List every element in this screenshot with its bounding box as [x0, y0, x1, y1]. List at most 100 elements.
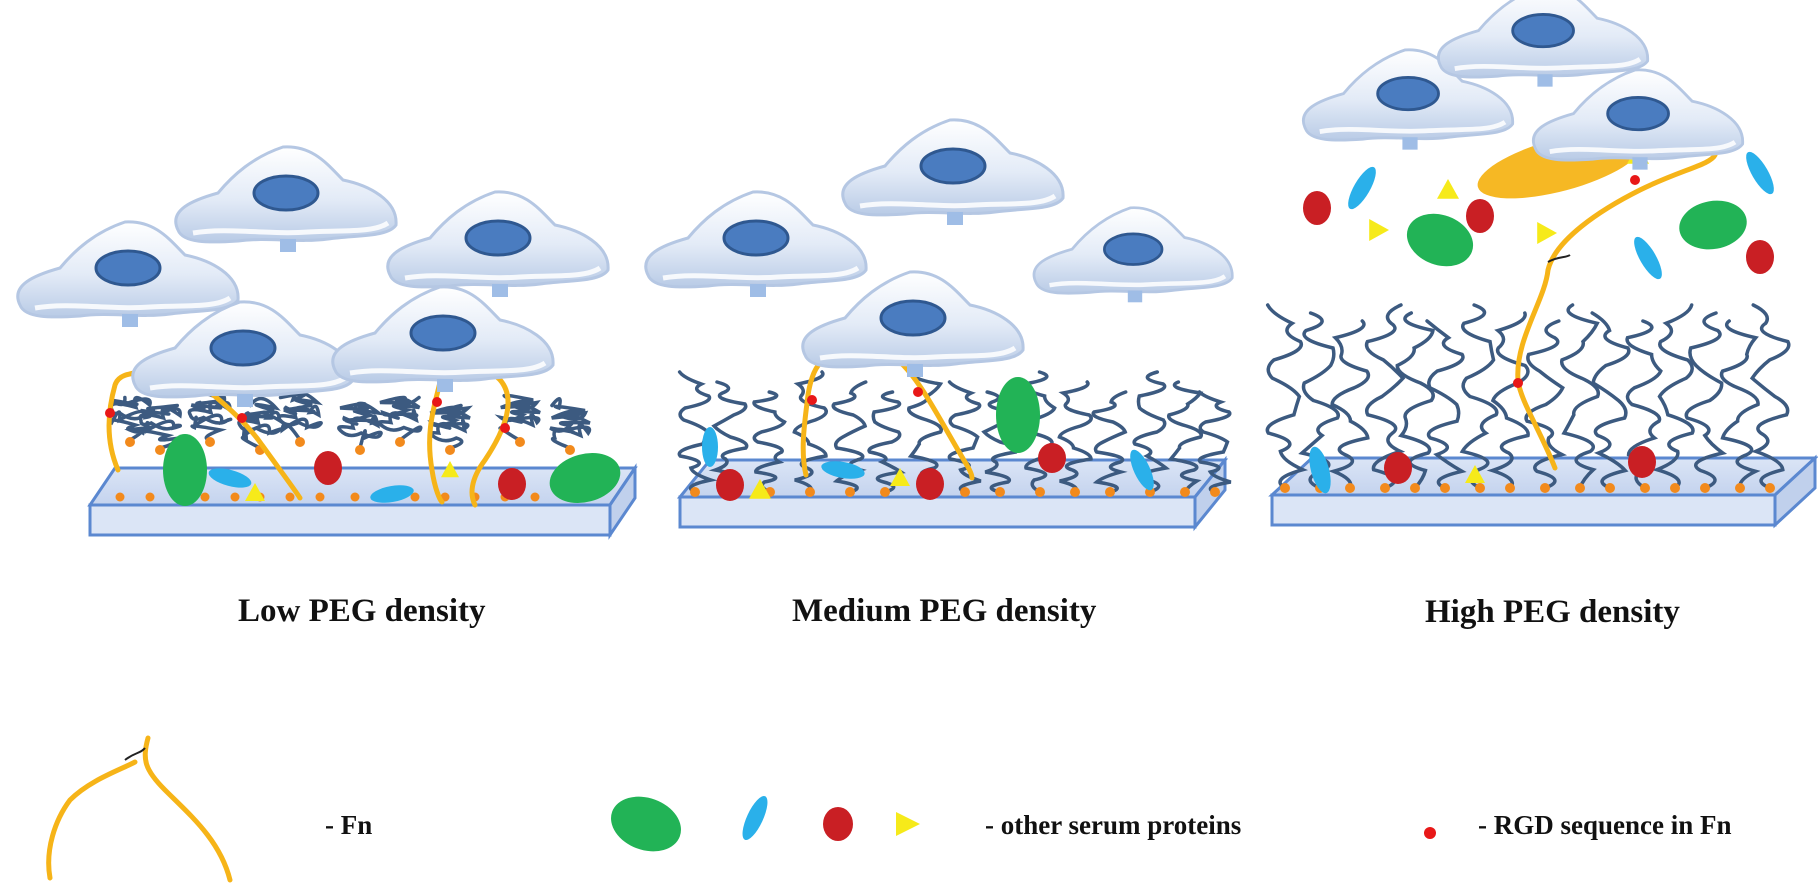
- blue-protein: [1348, 166, 1376, 210]
- yellow-protein: [1537, 222, 1557, 244]
- peg-anchor: [205, 437, 215, 447]
- blue-protein: [702, 427, 718, 467]
- peg-chain: [1590, 311, 1631, 490]
- green-protein: [163, 434, 207, 506]
- peg-anchor: [1505, 483, 1515, 493]
- yellow-protein: [245, 483, 265, 501]
- peg-anchor: [445, 445, 455, 455]
- rgd-dot: [500, 423, 510, 433]
- peg-anchor: [155, 445, 165, 455]
- legend-yellow-protein: [896, 812, 920, 836]
- peg-anchor: [1475, 483, 1485, 493]
- peg-chain: [1395, 311, 1435, 490]
- rgd-dot: [237, 413, 247, 423]
- rgd-dot: [1513, 378, 1523, 388]
- peg-coil: [377, 395, 423, 442]
- panel-title-high: High PEG density: [1425, 594, 1680, 630]
- fn-strand: [469, 372, 511, 508]
- peg-anchor: [805, 487, 815, 497]
- peg-anchor: [355, 445, 365, 455]
- peg-coil: [138, 403, 184, 450]
- peg-anchor: [1035, 487, 1045, 497]
- nucleus: [1511, 13, 1575, 49]
- yellow-protein: [1465, 465, 1485, 483]
- rgd-dot: [913, 387, 923, 397]
- peg-anchor: [845, 487, 855, 497]
- red-protein: [1466, 199, 1494, 233]
- red-protein: [1303, 191, 1331, 225]
- peg-anchor: [995, 487, 1005, 497]
- peg-anchor: [1180, 487, 1190, 497]
- peg-chain: [1486, 311, 1530, 490]
- red-protein: [1746, 240, 1774, 274]
- peg-chain: [1749, 303, 1791, 490]
- yellow-protein: [441, 461, 459, 478]
- rgd-dot: [1630, 175, 1640, 185]
- peg-chain: [1719, 319, 1761, 490]
- cell: [174, 145, 398, 252]
- peg-chain: [1425, 319, 1467, 490]
- red-protein: [314, 451, 342, 485]
- legend-serum-label: - other serum proteins: [985, 810, 1242, 840]
- peg-anchor: [145, 492, 155, 502]
- peg-chain: [1559, 303, 1600, 490]
- red-protein: [498, 468, 526, 500]
- peg-anchor: [1640, 483, 1650, 493]
- nucleus: [879, 299, 947, 337]
- legend-red-protein: [823, 807, 853, 841]
- peg-anchor: [1070, 487, 1080, 497]
- red-protein: [1628, 446, 1656, 478]
- peg-chain: [752, 390, 787, 494]
- fn-end: [1547, 254, 1571, 263]
- blue-protein: [1746, 151, 1774, 195]
- legend-rgd-label: - RGD sequence in Fn: [1478, 810, 1732, 840]
- peg-anchor: [350, 492, 360, 502]
- peg-anchor: [1105, 487, 1115, 497]
- peg-chain: [1684, 311, 1728, 490]
- yellow-protein: [1369, 219, 1389, 241]
- peg-anchor: [1575, 483, 1585, 493]
- rgd-dot: [807, 395, 817, 405]
- panel-title-low: Low PEG density: [238, 593, 486, 629]
- peg-anchor: [880, 487, 890, 497]
- peg-anchor: [960, 487, 970, 497]
- peg-coil: [427, 403, 474, 450]
- peg-anchor: [565, 445, 575, 455]
- red-protein: [1038, 443, 1066, 473]
- nucleus: [94, 249, 162, 287]
- blue-protein: [208, 468, 252, 488]
- cell: [16, 220, 240, 327]
- peg-chain: [792, 370, 828, 494]
- peg-anchor: [295, 437, 305, 447]
- rgd-dot: [432, 397, 442, 407]
- nucleus: [464, 219, 532, 257]
- peg-anchor: [1765, 483, 1775, 493]
- fn-strand: [46, 759, 138, 881]
- peg-anchor: [285, 492, 295, 502]
- peg-anchor: [1345, 483, 1355, 493]
- peg-chain: [1197, 390, 1232, 494]
- red-protein: [1384, 452, 1412, 484]
- cell: [801, 270, 1025, 377]
- peg-anchor: [515, 437, 525, 447]
- legend-green-protein: [611, 796, 681, 852]
- blue-protein: [370, 485, 414, 503]
- cell: [1437, 0, 1650, 87]
- legend-rgd-dot: [1424, 827, 1436, 839]
- peg-anchor: [200, 492, 210, 502]
- cell: [1302, 48, 1515, 150]
- peg-anchor: [1700, 483, 1710, 493]
- fn-strand: [142, 735, 233, 883]
- peg-anchor: [530, 492, 540, 502]
- nucleus: [722, 219, 790, 257]
- green-protein: [549, 453, 621, 503]
- cell: [1032, 206, 1234, 303]
- nucleus: [1376, 76, 1440, 112]
- blue-protein: [821, 461, 865, 479]
- cell: [131, 300, 355, 407]
- fn-strand: [897, 359, 975, 481]
- peg-anchor: [1380, 483, 1390, 493]
- peg-anchor: [1440, 483, 1450, 493]
- peg-anchor: [395, 437, 405, 447]
